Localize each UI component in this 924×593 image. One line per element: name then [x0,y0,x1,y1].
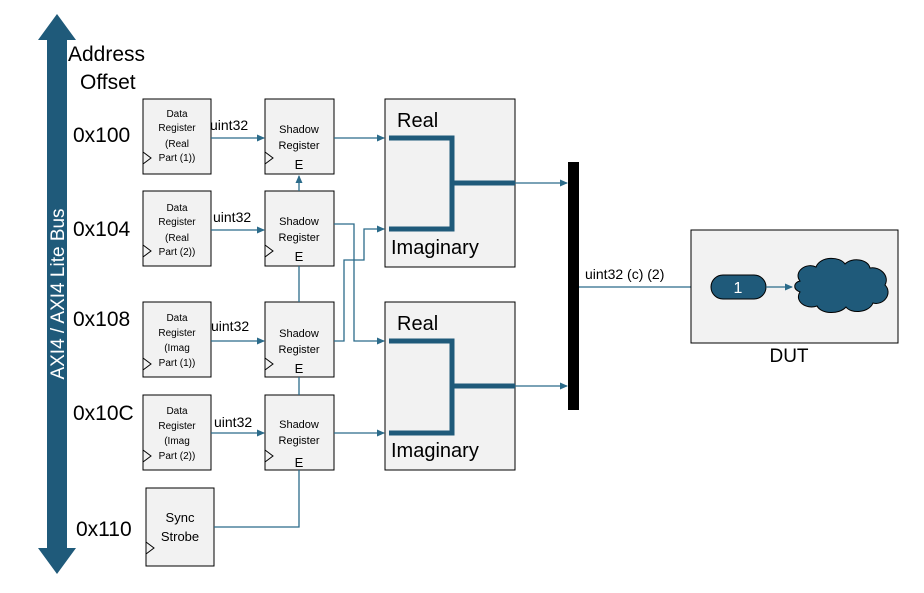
svg-text:Imaginary: Imaginary [391,440,479,462]
svg-text:Imaginary: Imaginary [391,237,479,259]
axi-bus-arrow: AXI4 / AXI4 Lite Bus [38,14,76,574]
data-register: Data Register (Imag Part (2)) [142,394,212,471]
mux-bar [568,162,579,410]
signal-type-label: uint32 [214,414,252,430]
complex-output-wires [515,179,568,390]
data-register: Data Register (Real Part (1)) [142,98,212,175]
shadow-register: Shadow Register E [264,394,335,471]
data-register: Data Register (Imag Part (1)) [142,301,212,378]
svg-text:E: E [295,361,304,376]
dut-block: 1 DUT [690,229,899,367]
svg-text:E: E [295,157,304,172]
svg-text:(Real: (Real [165,233,189,244]
svg-text:(Imag: (Imag [164,436,190,447]
signal-type-label: uint32 [211,318,249,334]
sync-strobe-block: Sync Strobe [145,487,215,567]
signal-type-label: uint32 [213,209,251,225]
svg-text:Register: Register [279,435,320,447]
real-imag-to-complex-block: Real Imaginary [384,301,516,471]
offset-label: 0x10C [73,402,134,425]
svg-text:Part (2)): Part (2)) [159,451,196,462]
svg-text:Part (2)): Part (2)) [159,247,196,258]
svg-text:Real: Real [397,313,438,335]
offset-label: 0x108 [73,308,130,331]
offset-label: 0x110 [76,518,132,541]
cloud-icon [794,257,889,313]
svg-text:Register: Register [158,217,196,228]
svg-text:(Imag: (Imag [164,343,190,354]
svg-text:Register: Register [279,140,320,152]
shadow-register: Shadow Register E [264,98,335,175]
svg-text:Strobe: Strobe [161,529,199,544]
signal-type-label: uint32 [210,117,248,133]
svg-text:Data: Data [166,313,188,324]
svg-text:Data: Data [166,406,188,417]
data-wires [211,134,265,437]
output-signal-label: uint32 (c) (2) [585,266,664,282]
shadow-output-wires [334,134,385,437]
svg-text:E: E [295,249,304,264]
svg-text:Data: Data [166,109,188,120]
offset-label: 0x104 [73,218,131,241]
bus-label: AXI4 / AXI4 Lite Bus [48,208,69,379]
svg-text:(Real: (Real [165,139,189,150]
svg-text:E: E [295,455,304,470]
svg-text:Shadow: Shadow [279,419,319,431]
enable-wire [214,175,303,528]
address-header-line2: Offset [80,71,136,94]
offset-label: 0x100 [73,124,130,147]
svg-text:Real: Real [397,110,438,132]
svg-text:Shadow: Shadow [279,216,319,228]
svg-text:Register: Register [158,328,196,339]
svg-text:Register: Register [279,344,320,356]
shadow-register: Shadow Register E [264,301,335,378]
svg-text:Register: Register [158,123,196,134]
svg-text:Register: Register [279,232,320,244]
shadow-register: Shadow Register E [264,190,335,267]
data-register: Data Register (Real Part (2)) [142,190,212,267]
svg-text:Part (1)): Part (1)) [159,153,196,164]
svg-text:Sync: Sync [166,510,195,525]
svg-text:Register: Register [158,421,196,432]
svg-text:Data: Data [166,203,188,214]
dut-port-label: 1 [734,280,743,297]
address-header-line1: Address [68,43,145,66]
svg-text:Shadow: Shadow [279,328,319,340]
dut-label: DUT [769,346,808,367]
real-imag-to-complex-block: Real Imaginary [384,98,516,268]
svg-text:Shadow: Shadow [279,124,319,136]
svg-text:Part (1)): Part (1)) [159,358,196,369]
